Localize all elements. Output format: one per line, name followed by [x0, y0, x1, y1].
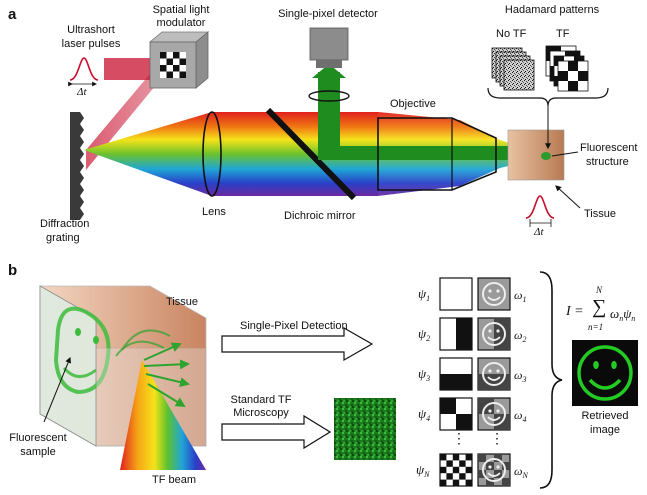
no-tf-label: No TF: [496, 28, 527, 40]
tf-beam: [120, 360, 206, 470]
psi-1: ψ1: [418, 286, 431, 303]
tf-patterns: [545, 45, 589, 92]
panel-a-letter: a: [8, 6, 17, 23]
omega-n: ωN: [514, 464, 528, 480]
lens: [202, 111, 222, 197]
pulse-icon: [68, 57, 99, 87]
std-label-1: Standard TF: [230, 394, 292, 406]
diffraction-grating: [70, 112, 84, 220]
retrieved-label-1: Retrieved: [581, 410, 629, 422]
fluorescence-path: [318, 72, 520, 160]
spd-arrow: [221, 326, 374, 362]
spatial-light-modulator: [148, 31, 210, 89]
omega-2: ω2: [514, 328, 527, 344]
sample-pointer: [43, 356, 71, 423]
omega-4: ω4: [514, 408, 527, 424]
hadamard-label: Hadamard patterns: [504, 4, 600, 16]
standard-tf-image: [334, 398, 396, 460]
pulse-delta-label: Δt: [77, 86, 87, 98]
dispersed-beam: [84, 112, 378, 196]
slm-label-1: Spatial light: [152, 4, 210, 16]
dots-right: ⋮: [490, 430, 504, 446]
fluorescent-sample: [39, 285, 111, 447]
psi-3: ψ3: [418, 366, 431, 383]
objective-label: Objective: [390, 98, 436, 110]
tissue-label-b: Tissue: [166, 296, 198, 308]
tissue-label-a: Tissue: [584, 208, 616, 220]
fluorescent-pointer: [551, 151, 579, 157]
hadamard-brace: [487, 87, 609, 150]
detector-label: Single-pixel detector: [278, 8, 378, 20]
panel-b-letter: b: [8, 262, 18, 279]
psi-2: ψ2: [418, 326, 431, 343]
laser-beam-in: [86, 62, 160, 170]
diffraction-label-1: Diffraction: [40, 218, 90, 230]
pattern-column: [439, 277, 473, 487]
eq-bottom: n=1: [588, 322, 604, 332]
no-tf-patterns: [491, 47, 535, 91]
fluorescence-arrow: [312, 64, 346, 78]
dichroic-label: Dichroic mirror: [284, 210, 356, 222]
objective: [377, 117, 497, 191]
fluorescent-label-1: Fluorescent: [580, 142, 638, 154]
sample-label-1: Fluorescent: [9, 432, 67, 444]
ultrashort-label: Ultrashort: [67, 24, 115, 36]
collection-lens: [308, 90, 350, 102]
tissue-block-a: [507, 129, 565, 181]
retrieved-image: [572, 340, 638, 406]
single-pixel-detector: [309, 27, 349, 68]
fluorescence-arrows: [115, 329, 190, 408]
tissue-delta-label: Δt: [534, 226, 544, 238]
eq-sum: ∑: [592, 296, 607, 318]
fluorescent-label-2: structure: [586, 156, 629, 168]
dichroic-mirror: [265, 107, 357, 201]
retrieved-label-2: image: [590, 424, 620, 436]
omega-1: ω1: [514, 288, 527, 304]
tf-label: TF: [556, 28, 570, 40]
slm-label-2: modulator: [156, 17, 206, 29]
spd-label: Single-Pixel Detection: [240, 320, 348, 332]
diffraction-label-2: grating: [46, 232, 80, 244]
std-arrow: [221, 414, 332, 450]
lens-label: Lens: [202, 206, 226, 218]
sum-brace: [539, 271, 563, 489]
omega-3: ω3: [514, 368, 527, 384]
psi-n: ψN: [416, 462, 430, 479]
sample-label-2: sample: [20, 446, 56, 458]
eq-term: ωnψn: [610, 306, 636, 323]
std-label-2: Microscopy: [233, 407, 289, 419]
eq-top: N: [596, 285, 603, 295]
psi-4: ψ4: [418, 406, 431, 423]
laser-beam-source: [104, 58, 160, 80]
laser-pulses-label: laser pulses: [61, 38, 121, 50]
tissue-pointer: [555, 185, 581, 209]
eq-lhs: I =: [566, 304, 584, 319]
dots-left: ⋮: [452, 430, 466, 446]
tf-beam-label: TF beam: [152, 474, 197, 486]
smiley-column: [477, 277, 511, 487]
pulse-icon-tissue: [525, 195, 555, 227]
